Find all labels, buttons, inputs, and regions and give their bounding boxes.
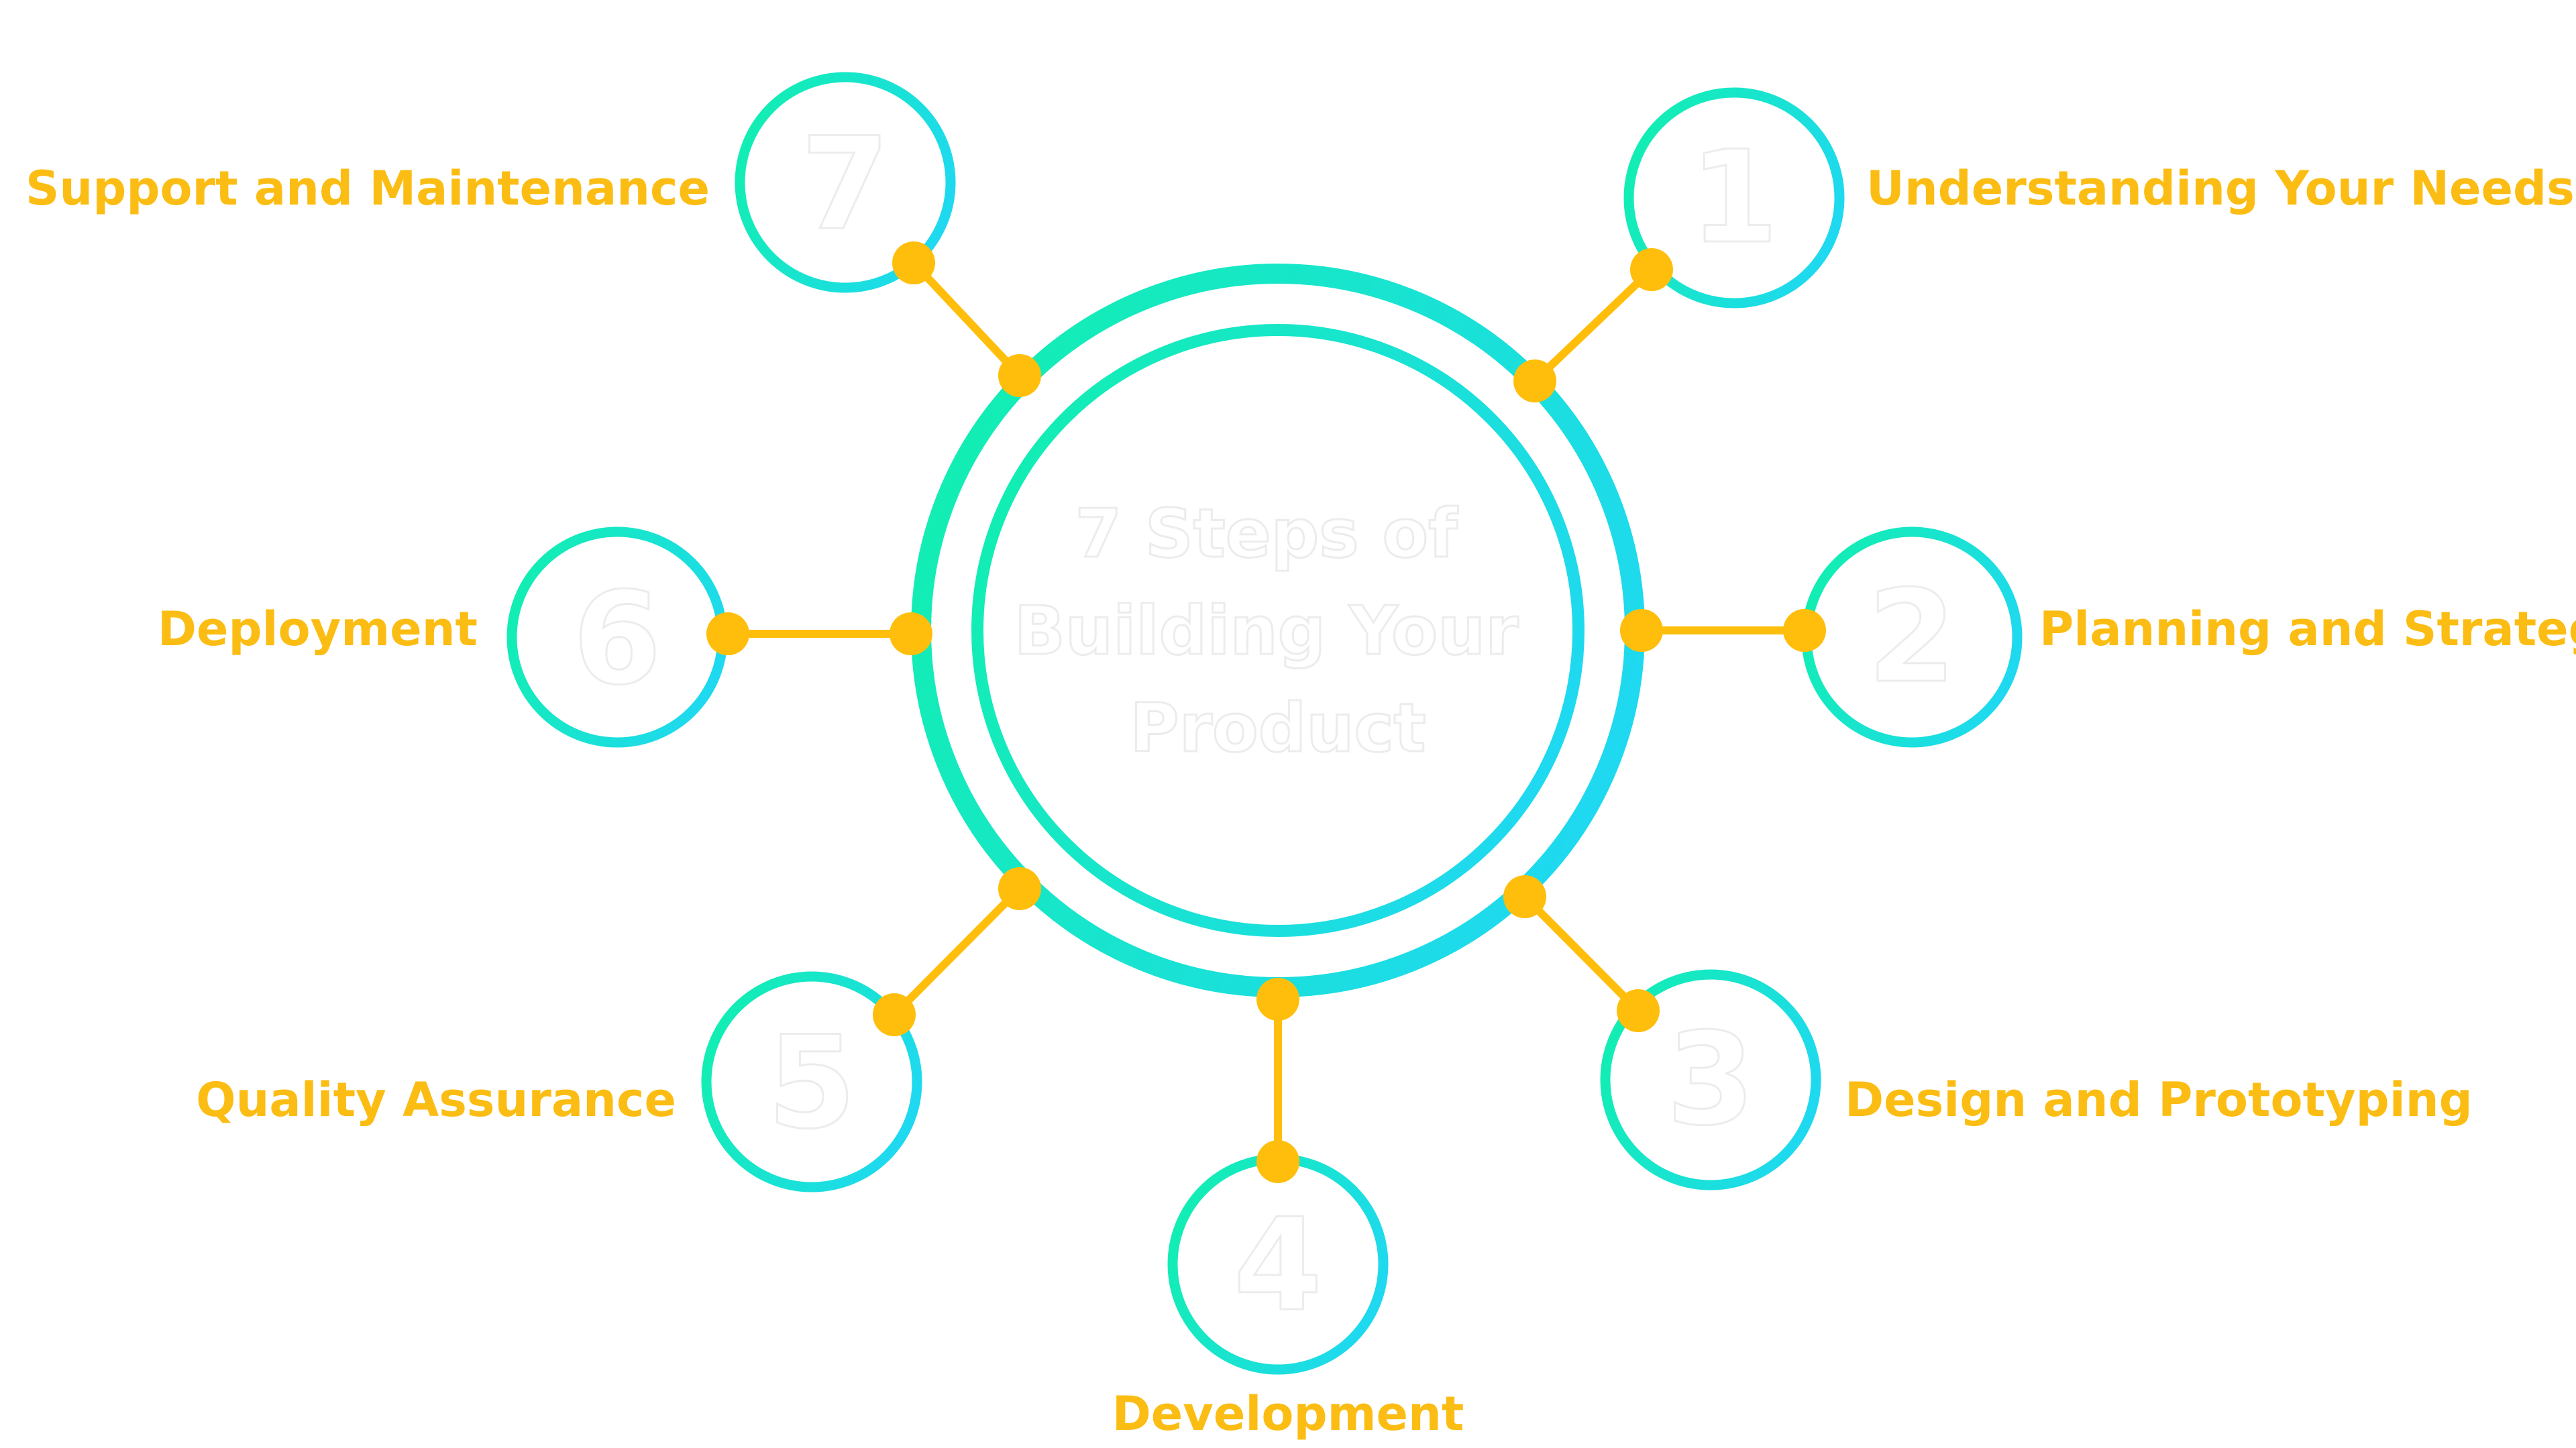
center-hub: 7 Steps of Building Your Product [911,264,1645,997]
step-1-ring [1623,87,1845,309]
center-title-line-3: Product [1130,689,1426,767]
step-2-label: Planning and Strategy [2039,602,2576,657]
step-1-connector [1532,266,1655,384]
step-3-number: 3 [1666,1005,1755,1154]
step-7-label: Support and Maintenance [25,161,710,216]
step-6-ring-dot [706,612,749,655]
step-1-ring-dot [1630,248,1673,291]
step-6-hub-dot [890,612,932,655]
center-inner-ring [971,324,1585,937]
step-5-label: Quality Assurance [196,1072,676,1127]
step-1-number: 1 [1690,123,1778,272]
step-5: 5 Quality Assurance [196,867,1041,1192]
step-1-label: Understanding Your Needs [1866,161,2575,216]
step-4-number: 4 [1234,1191,1322,1339]
step-3-connector [1521,893,1642,1014]
step-7-number: 7 [801,110,890,258]
step-2-hub-dot [1620,609,1663,652]
step-3-label: Design and Prototyping [1845,1072,2473,1127]
step-5-number: 5 [767,1009,856,1157]
step-4: 4 Development [1112,978,1464,1441]
step-2: 2 Planning and Strategy [1620,526,2576,748]
step-4-hub-dot [1256,978,1299,1021]
center-title-line-2: Building Your [1014,592,1519,670]
step-5-ring [701,971,922,1192]
step-5-hub-dot [998,867,1041,910]
step-7-ring-dot [892,241,935,284]
step-6: 6 Deployment [158,526,932,748]
center-title-line-1: 7 Steps of [1075,494,1459,573]
step-6-number: 6 [573,565,661,713]
step-7-connector [910,260,1023,379]
step-3-ring [1600,969,1821,1190]
step-1-hub-dot [1513,359,1556,402]
step-1: 1 Understanding Your Needs [1513,87,2575,402]
step-3-ring-dot [1617,989,1660,1032]
step-4-label: Development [1112,1386,1464,1441]
step-7: 7 Support and Maintenance [25,72,1041,397]
step-7-ring [735,72,956,293]
step-2-number: 2 [1868,563,1956,711]
step-6-label: Deployment [158,602,478,657]
step-2-ring-dot [1783,609,1826,652]
step-7-hub-dot [998,354,1041,397]
center-title: 7 Steps of Building Your Product [1014,494,1542,767]
step-3: 3 Design and Prototyping [1503,875,2473,1190]
step-3-hub-dot [1503,875,1546,918]
step-4-ring-dot [1256,1140,1299,1183]
step-5-ring-dot [873,993,916,1036]
step-5-connector [891,885,1023,1018]
